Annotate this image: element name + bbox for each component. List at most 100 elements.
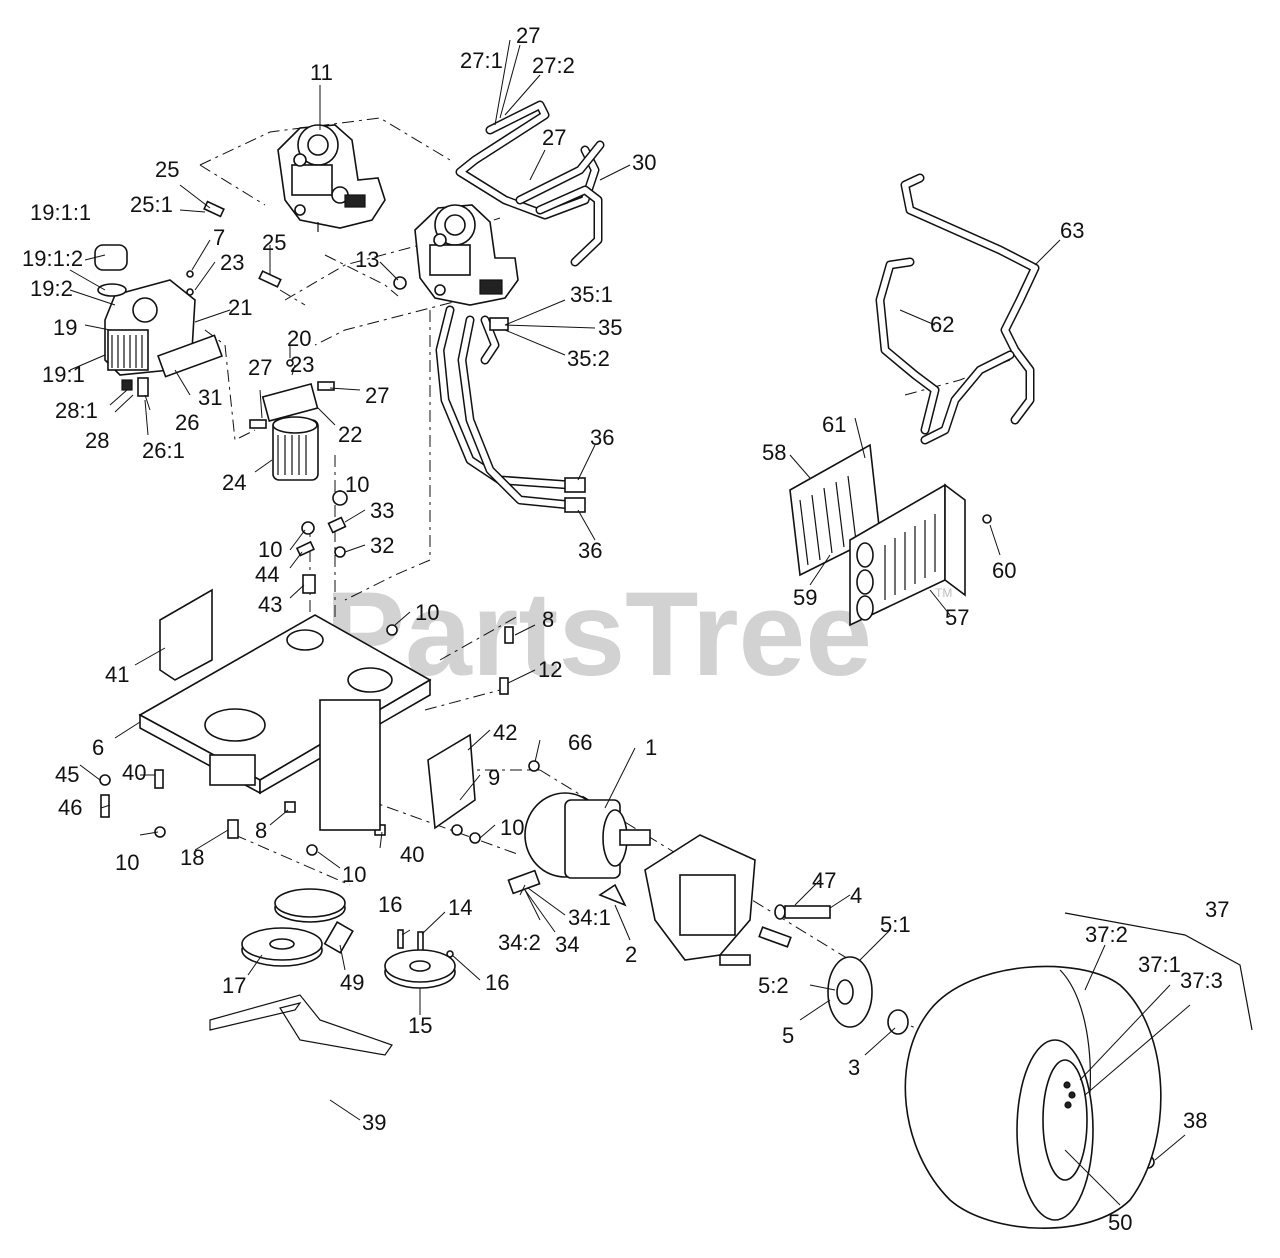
callout-39: 39 <box>362 1110 386 1135</box>
belt <box>209 994 393 1056</box>
callout-40a: 40 <box>122 760 146 785</box>
callout-36: 36 <box>590 425 614 450</box>
callout-27: 27 <box>516 23 540 48</box>
callout-41: 41 <box>105 662 129 687</box>
callout-27d: 27 <box>365 383 389 408</box>
callout-9: 9 <box>488 765 500 790</box>
callout-19-2: 19:2 <box>30 276 73 301</box>
bolts <box>719 904 831 966</box>
hoses-36 <box>435 305 586 513</box>
oil-cooler <box>789 443 966 627</box>
callout-24: 24 <box>222 470 246 495</box>
callout-labels: 11 25 25:1 19:1:1 19:1:2 19:2 19 19:1 7 … <box>22 23 1229 1235</box>
callout-8b: 8 <box>255 818 267 843</box>
tire <box>904 965 1162 1229</box>
callout-10a: 10 <box>345 472 369 497</box>
callout-7: 7 <box>213 225 225 250</box>
callout-10d: 10 <box>500 815 524 840</box>
callout-12: 12 <box>538 657 562 682</box>
callout-16a: 16 <box>378 892 402 917</box>
callout-13: 13 <box>355 247 379 272</box>
tire-group-bracket <box>1064 912 1253 1031</box>
callout-46: 46 <box>58 795 82 820</box>
wheel-motor <box>524 792 651 879</box>
callout-20: 20 <box>287 326 311 351</box>
callout-14: 14 <box>448 895 472 920</box>
callout-10f: 10 <box>115 850 139 875</box>
callout-10c: 10 <box>415 600 439 625</box>
hub <box>827 956 909 1035</box>
callout-60: 60 <box>992 558 1016 583</box>
callout-5-1: 5:1 <box>880 912 911 937</box>
callout-34-2: 34:2 <box>498 930 541 955</box>
callout-25-1: 25:1 <box>130 192 173 217</box>
callout-27-2: 27:2 <box>532 53 575 78</box>
callout-36b: 36 <box>578 538 602 563</box>
callout-23b: 23 <box>290 352 314 377</box>
callout-2: 2 <box>625 942 637 967</box>
callout-31: 31 <box>198 385 222 410</box>
callout-10b: 10 <box>258 537 282 562</box>
pulley-15 <box>384 949 456 989</box>
callout-6: 6 <box>92 735 104 760</box>
small-parts <box>99 200 1155 1169</box>
callout-35: 35 <box>598 315 622 340</box>
hoses-cooler <box>875 173 1040 445</box>
callout-15: 15 <box>408 1013 432 1038</box>
callout-5-2: 5:2 <box>758 973 789 998</box>
callout-28-1: 28:1 <box>55 398 98 423</box>
pulleys <box>241 888 354 967</box>
callout-59: 59 <box>793 585 817 610</box>
callout-3: 3 <box>848 1055 860 1080</box>
chassis-plate <box>138 588 432 831</box>
callout-35-1: 35:1 <box>570 282 613 307</box>
callout-25: 25 <box>155 157 179 182</box>
callout-37-3: 37:3 <box>1180 968 1223 993</box>
callout-61: 61 <box>822 412 846 437</box>
callout-62: 62 <box>930 312 954 337</box>
callout-35-2: 35:2 <box>567 346 610 371</box>
callout-34: 34 <box>555 932 579 957</box>
callout-8a: 8 <box>542 607 554 632</box>
callout-18: 18 <box>180 845 204 870</box>
callout-26-1: 26:1 <box>142 438 185 463</box>
callout-19-1-2: 19:1:2 <box>22 246 83 271</box>
filter <box>157 334 319 481</box>
callout-17: 17 <box>222 973 246 998</box>
callout-19-1: 19:1 <box>42 362 85 387</box>
callout-42: 42 <box>493 720 517 745</box>
callout-28: 28 <box>85 428 109 453</box>
callout-16b: 16 <box>485 970 509 995</box>
callout-38: 38 <box>1183 1108 1207 1133</box>
callout-5: 5 <box>782 1023 794 1048</box>
callout-22: 22 <box>338 422 362 447</box>
callout-4: 4 <box>850 883 862 908</box>
callout-40b: 40 <box>400 842 424 867</box>
callout-66: 66 <box>568 730 592 755</box>
hydraulic-pump-second <box>414 204 519 306</box>
callout-57: 57 <box>945 605 969 630</box>
callout-58: 58 <box>762 440 786 465</box>
callout-23: 23 <box>220 250 244 275</box>
callout-26: 26 <box>175 410 199 435</box>
callout-47: 47 <box>812 868 836 893</box>
callout-43: 43 <box>258 592 282 617</box>
callout-10e: 10 <box>342 862 366 887</box>
callout-21: 21 <box>228 295 252 320</box>
callout-34-1: 34:1 <box>568 905 611 930</box>
callout-63: 63 <box>1060 218 1084 243</box>
callout-1: 1 <box>645 735 657 760</box>
hoses-top <box>455 100 605 267</box>
callout-25b: 25 <box>262 230 286 255</box>
callout-27-1: 27:1 <box>460 48 503 73</box>
callout-33: 33 <box>370 498 394 523</box>
callout-44: 44 <box>255 562 279 587</box>
callout-19: 19 <box>53 315 77 340</box>
callout-27c: 27 <box>248 355 272 380</box>
reservoir <box>94 244 196 397</box>
callout-30: 30 <box>632 150 656 175</box>
leader-lines <box>69 39 1191 1206</box>
callout-32: 32 <box>370 533 394 558</box>
bracket <box>427 733 476 830</box>
